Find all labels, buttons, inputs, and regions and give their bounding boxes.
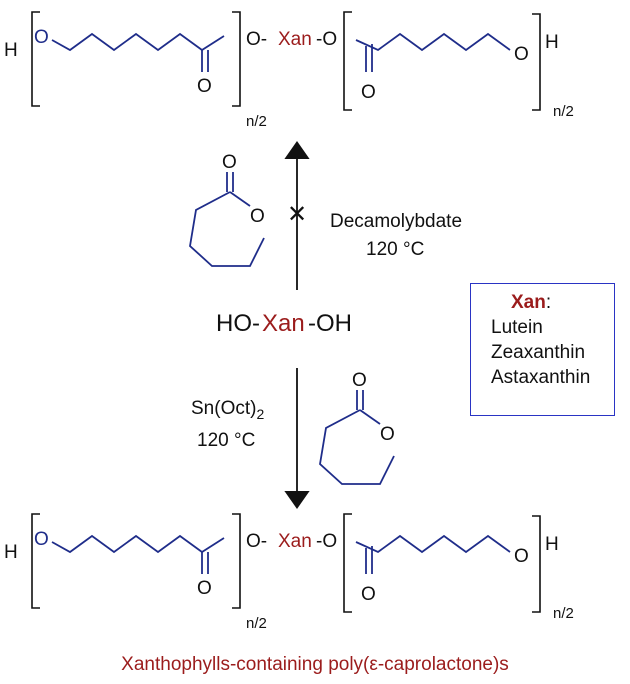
top-sub-left: n/2 <box>246 113 267 130</box>
top-o-left: O <box>34 27 49 48</box>
bottom-h-left: H <box>4 542 18 563</box>
lower-catalyst-sub: 2 <box>256 406 264 422</box>
bottom-right-bracket-close <box>532 515 541 613</box>
legend-item-zeaxanthin: Zeaxanthin <box>491 342 586 363</box>
top-sub-right: n/2 <box>553 103 574 120</box>
bottom-o-left: O <box>34 529 49 550</box>
top-left-bracket-close <box>232 11 241 107</box>
upper-temperature: 120 °C <box>366 239 424 260</box>
top-h-left: H <box>4 40 18 61</box>
legend-item-lutein: Lutein <box>491 317 543 338</box>
top-left-chain <box>51 32 225 52</box>
xan-legend: Xan: Lutein Zeaxanthin Astaxanthin <box>470 283 615 416</box>
bottom-xan: Xan <box>278 531 312 552</box>
top-h-right: H <box>545 32 559 53</box>
top-link-o-right: -O <box>316 29 337 50</box>
bottom-right-chain <box>355 534 511 554</box>
scheme-caption: Xanthophylls-containing poly(ε-caprolact… <box>121 654 509 675</box>
top-right-bracket-open <box>343 11 352 111</box>
legend-colon: : <box>545 292 552 313</box>
center-compound: HO- Xan -OH <box>216 310 352 337</box>
top-right-chain <box>355 32 511 52</box>
top-o-right: O <box>514 44 529 65</box>
lower-lactone-carbonyl-o: O <box>352 370 367 391</box>
bottom-right-bracket-open <box>343 513 352 613</box>
upper-lactone-carbonyl-o: O <box>222 152 237 173</box>
top-carbonyl-o-left: O <box>197 76 212 97</box>
center-left: HO- <box>216 310 260 337</box>
top-link-o-left: O- <box>246 29 267 50</box>
lower-reaction: Sn(Oct)2 120 °C O O <box>191 368 395 509</box>
top-right-bracket-close <box>532 13 541 111</box>
bottom-o-right: O <box>514 546 529 567</box>
bottom-polymer: H O O O- Xan -O O O H n/2 n/2 <box>4 513 574 632</box>
bottom-sub-right: n/2 <box>553 605 574 622</box>
lower-temperature: 120 °C <box>197 430 255 451</box>
bottom-h-right: H <box>545 534 559 555</box>
blocked-mark: ✕ <box>287 201 307 228</box>
legend-item-astaxanthin: Astaxanthin <box>491 367 591 388</box>
bottom-link-o-right: -O <box>316 531 337 552</box>
bottom-left-bracket-open <box>31 513 40 609</box>
top-left-bracket-open <box>31 11 40 107</box>
top-carbonyl-o-right: O <box>361 82 376 103</box>
upper-reaction: ✕ Decamolybdate 120 °C O O <box>189 141 462 290</box>
upper-lactone-ring-o: O <box>250 206 265 227</box>
bottom-left-bracket-close <box>232 513 241 609</box>
bottom-carbonyl-o-right: O <box>361 584 376 605</box>
top-polymer: H O O O- Xan -O O O H n/2 n/2 <box>4 11 574 130</box>
lower-catalyst: Sn(Oct)2 <box>191 398 264 422</box>
lower-caprolactone: O O <box>319 370 395 485</box>
center-xan: Xan <box>262 310 305 337</box>
lower-lactone-ring-o: O <box>380 424 395 445</box>
center-right: -OH <box>308 310 352 337</box>
bottom-left-chain <box>51 534 225 554</box>
bottom-sub-left: n/2 <box>246 615 267 632</box>
top-xan: Xan <box>278 29 312 50</box>
bottom-link-o-left: O- <box>246 531 267 552</box>
legend-title: Xan <box>511 292 546 313</box>
upper-caprolactone: O O <box>189 152 265 267</box>
upper-catalyst: Decamolybdate <box>330 211 462 232</box>
legend-title-line: Xan: <box>491 290 606 315</box>
bottom-carbonyl-o-left: O <box>197 578 212 599</box>
